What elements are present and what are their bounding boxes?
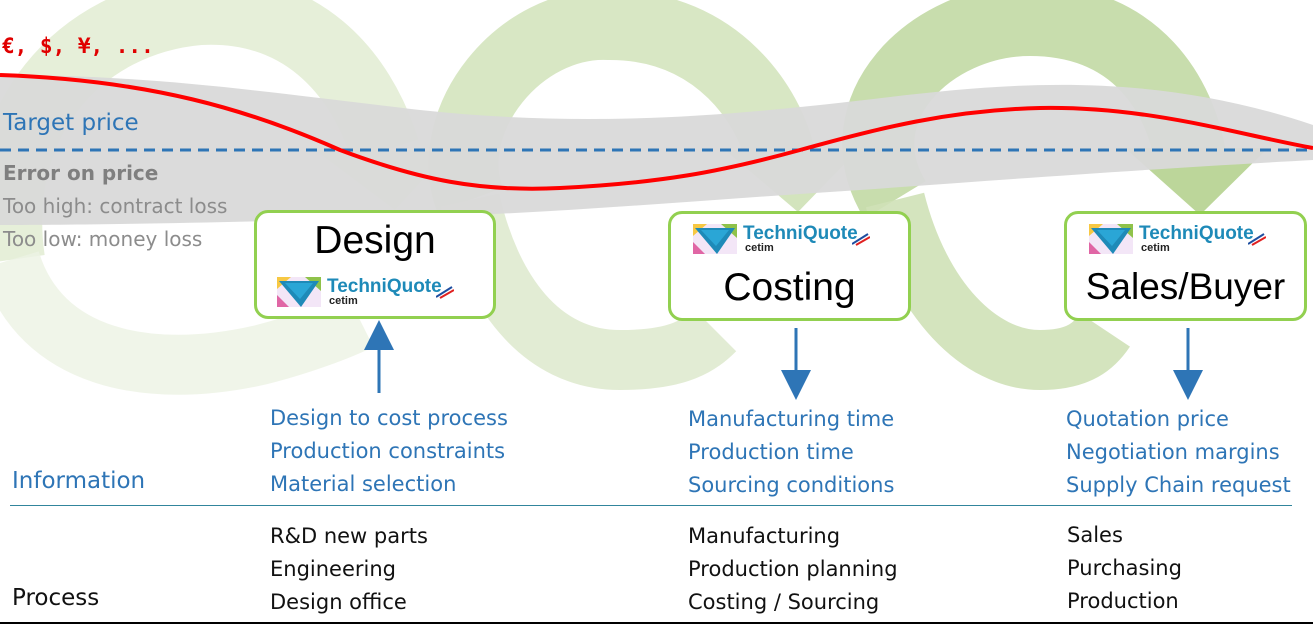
costing-logo-name: TechniQuote [743,223,858,244]
techniquote-logo-icon [277,277,321,307]
list-item: Design to cost process [270,406,508,430]
price-curve [0,73,1313,191]
sales-logo-sub: cetim [1141,242,1170,254]
logo-swoosh-icon [851,233,870,246]
techniquote-logo-icon [1089,224,1133,254]
list-item: Production planning [688,557,898,581]
design-logo-sub: cetim [329,295,358,307]
sales-information-list: Quotation price Negotiation margins Supp… [1066,403,1291,502]
error-too-high-label: Too high: contract loss [3,194,228,218]
list-item: Production constraints [270,439,506,463]
design-process-list: R&D new parts Engineering Design office [270,520,428,619]
list-item: Production time [688,440,854,464]
list-item: Sourcing conditions [688,473,895,497]
sales-buyer-stage-box: TechniQuote cetim Sales/Buyer [1064,211,1307,321]
list-item: Negotiation margins [1066,440,1280,464]
costing-logo-sub: cetim [745,242,774,254]
sales-process-list: Sales Purchasing Production [1067,519,1182,618]
logo-swoosh-icon [435,286,454,299]
error-on-price-title: Error on price [3,161,159,185]
error-too-low-label: Too low: money loss [3,227,203,251]
row-divider [10,505,1292,506]
costing-stage-title: Costing [723,266,856,309]
design-techniquote-logo: TechniQuote cetim [275,275,454,309]
sales-buyer-stage-title: Sales/Buyer [1085,266,1286,307]
list-item: Purchasing [1067,556,1182,580]
list-item: R&D new parts [270,524,428,548]
logo-swoosh-icon [1247,233,1266,246]
list-item: Costing / Sourcing [688,590,880,614]
currency-label: €, $, ¥, ... [2,34,154,58]
list-item: Manufacturing time [688,407,895,431]
design-logo-name: TechniQuote [327,276,442,297]
costing-process-list: Manufacturing Production planning Costin… [688,520,898,619]
costing-stage-box: TechniQuote cetim Costing [668,211,911,321]
list-item: Engineering [270,557,396,581]
list-item: Design office [270,590,407,614]
sales-logo-name: TechniQuote [1139,223,1254,244]
bottom-rule [0,622,1313,624]
target-price-label: Target price [3,110,139,136]
information-row-label: Information [12,468,146,494]
costing-information-list: Manufacturing time Production time Sourc… [688,403,894,502]
techniquote-logo-icon [693,224,737,254]
costing-techniquote-logo: TechniQuote cetim [691,222,870,256]
process-row-label: Process [12,585,100,611]
design-information-list: Design to cost process Production constr… [270,402,508,501]
list-item: Production [1067,589,1179,613]
list-item: Supply Chain request [1066,473,1291,497]
design-stage-box: Design TechniQuote cetim [254,210,496,319]
list-item: Material selection [270,472,457,496]
list-item: Sales [1067,523,1123,547]
design-stage-title: Design [314,219,436,262]
sales-techniquote-logo: TechniQuote cetim [1087,222,1266,256]
list-item: Quotation price [1066,407,1229,431]
list-item: Manufacturing [688,524,841,548]
